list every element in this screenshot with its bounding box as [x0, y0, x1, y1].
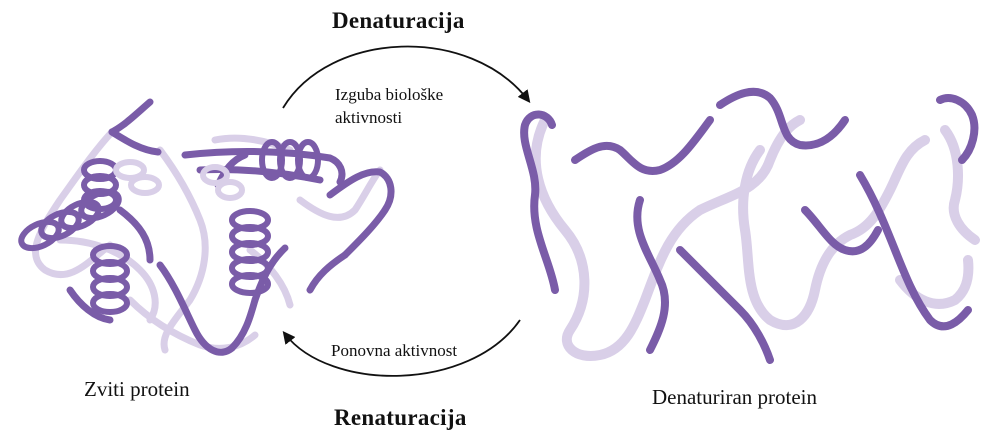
renaturation-caption: Ponovna aktivnost [331, 342, 457, 361]
folded-protein-ribbon [17, 102, 391, 352]
denaturation-title: Denaturacija [332, 8, 465, 33]
denatured-light-strand [536, 120, 975, 356]
folded-helices [17, 142, 318, 312]
denaturation-caption-line1: Izguba biološke [335, 86, 443, 105]
denatured-protein-label: Denaturiran protein [652, 386, 817, 409]
denaturation-caption-line2: aktivnosti [335, 109, 402, 128]
folded-protein-label: Zviti protein [84, 378, 190, 401]
renaturation-title: Renaturacija [334, 405, 467, 430]
denatured-protein-ribbon [524, 92, 975, 360]
